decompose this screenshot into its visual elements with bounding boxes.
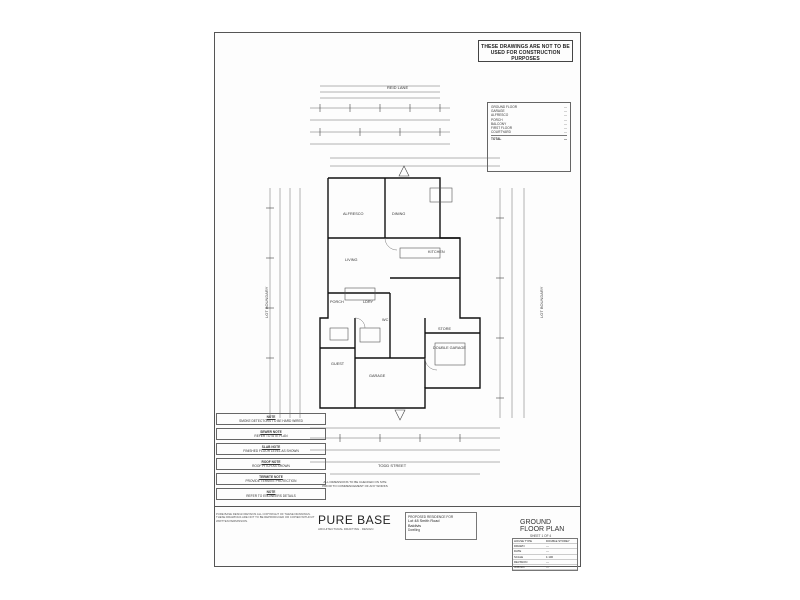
area-row: FIRST FLOOR--- <box>491 126 567 131</box>
info-row: DRAWN--- <box>513 544 577 550</box>
sheet-title: GROUND FLOOR PLAN <box>520 519 565 533</box>
room-label: LDRY <box>363 300 374 304</box>
boundary-label-right: LOT BOUNDARY <box>539 286 544 318</box>
room-label: DINING <box>392 212 406 216</box>
boundary-label-left: LOT BOUNDARY <box>264 286 269 318</box>
room-label: KITCHEN <box>428 250 445 254</box>
street-label-top: REID LANE <box>387 85 409 90</box>
info-row: JOB NO.--- <box>513 565 577 571</box>
room-label: STORE <box>438 327 452 331</box>
brand-logo: PURE BASE <box>318 513 392 527</box>
room-label: DOUBLE GARAGE <box>433 346 466 350</box>
room-label: GUEST <box>331 362 345 366</box>
drawing-sheet <box>214 32 581 567</box>
floor-plan-drawing <box>266 85 525 475</box>
area-row: BALCONY--- <box>491 121 567 126</box>
room-label: PORCH <box>330 300 344 304</box>
room-label: LIVING <box>345 258 358 262</box>
warning-line-1: THESE DRAWINGS ARE NOT TO BE <box>481 44 570 50</box>
title-block <box>214 506 581 567</box>
area-row: PORCH--- <box>491 117 567 122</box>
brand-subtitle: ARCHITECTURAL DRAFTING · DESIGN <box>318 527 374 531</box>
area-row: ALFRESCO--- <box>491 113 567 118</box>
client-details: PROPOSED RESIDENCE FOR Lot 48 Smith Road… <box>405 512 477 540</box>
warning-line-2: USED FOR CONSTRUCTION PURPOSES <box>490 50 561 62</box>
construction-warning: THESE DRAWINGS ARE NOT TO BE USED FOR CO… <box>478 40 573 62</box>
street-label-bottom: TODD STREET <box>378 463 407 468</box>
room-label: WC <box>382 318 389 322</box>
area-row: GROUND FLOOR--- <box>491 105 567 109</box>
room-label: ALFRESCO <box>343 212 364 216</box>
area-schedule: GROUND FLOOR--- GARAGE--- ALFRESCO--- PO… <box>487 102 571 172</box>
area-row: GARAGE--- <box>491 109 567 114</box>
info-row: REVISION--- <box>513 560 577 566</box>
copyright-disclaimer: PURE BASE DESIGN RETAINS ALL COPYRIGHT O… <box>216 512 315 523</box>
room-label: GARAGE <box>369 374 386 378</box>
dimension-check-note: ALL DIMENSIONS TO BE CHECKED ON SITE PRI… <box>322 480 388 488</box>
area-row: COURTYARD--- <box>491 130 567 135</box>
area-total-row: TOTAL--- <box>491 135 567 142</box>
info-row: DATE--- <box>513 549 577 555</box>
sheet-number: SHEET 1 OF 4 <box>530 534 552 538</box>
